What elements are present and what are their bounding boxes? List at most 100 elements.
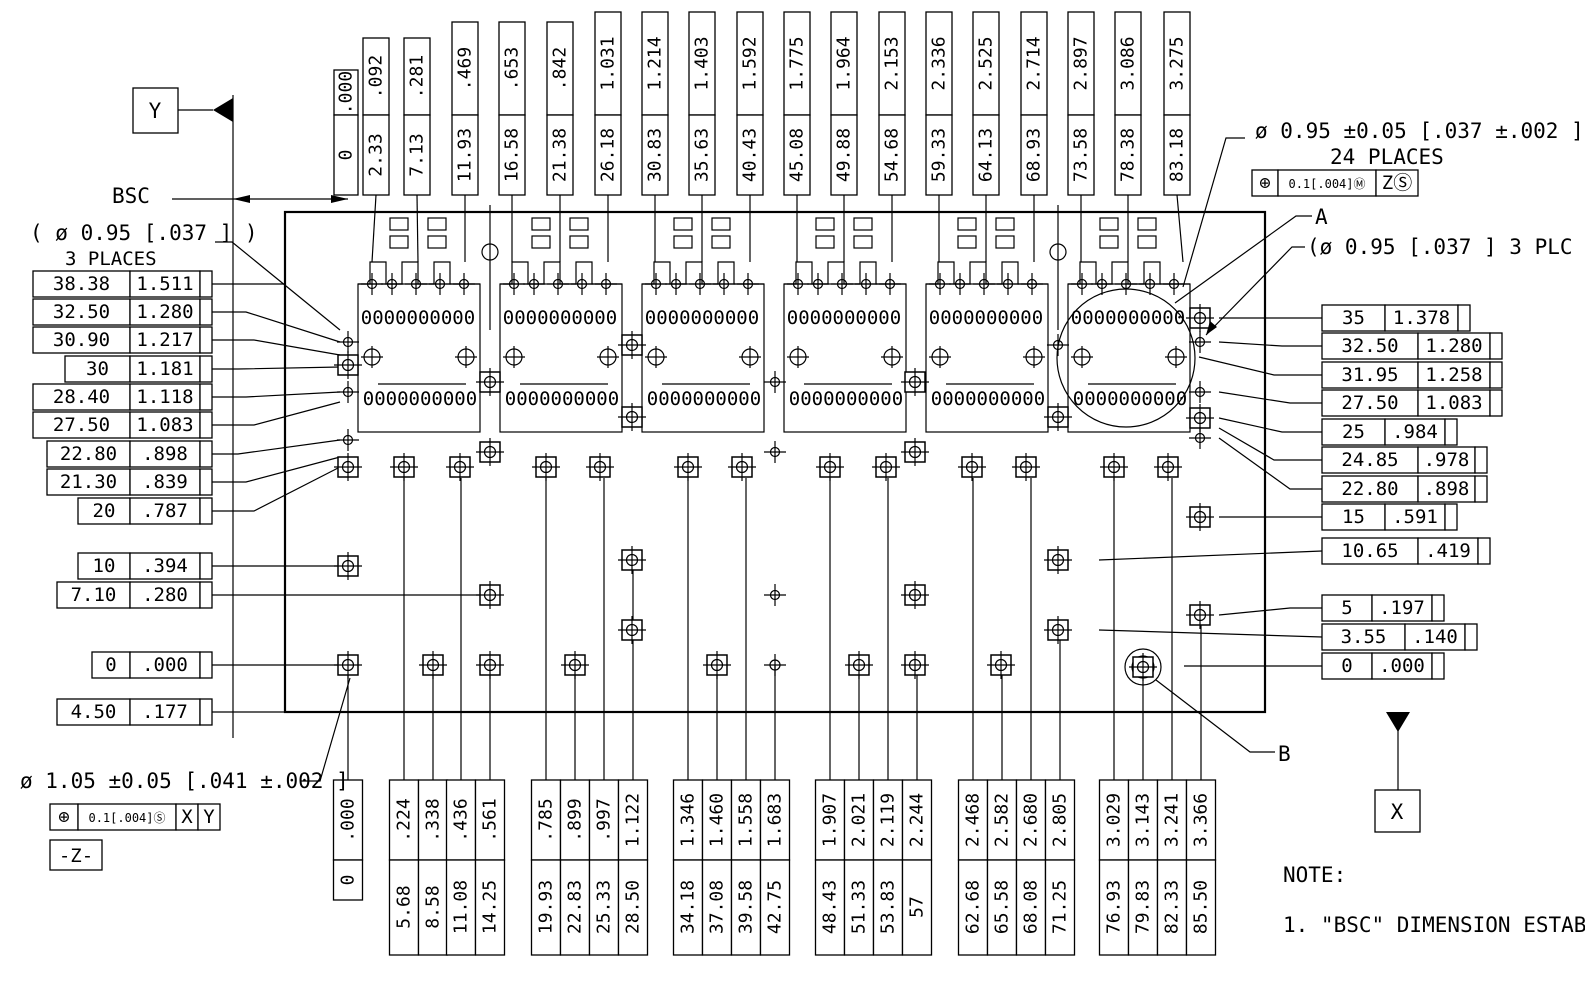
- right-dim-inch: 1.280: [1425, 335, 1482, 357]
- pin-hole: [453, 273, 475, 295]
- bottom-dim-mm: 25.33: [594, 880, 615, 934]
- left-note-line1: ( ø 0.95 [.037 ] ): [30, 221, 258, 245]
- note-heading: NOTE:: [1283, 863, 1346, 887]
- left-dim-row: 0.000: [91, 651, 340, 679]
- top-dim-inch: 2.336: [929, 36, 950, 90]
- datum-a: A (ø 0.95 [.037 ] 3 PLC ): [1056, 205, 1585, 428]
- pin-hole: [1115, 273, 1137, 295]
- bottom-dim-inch: 2.244: [907, 793, 928, 847]
- bottom-dim-inch: 1.683: [765, 793, 786, 847]
- left-dim-mm: 4.50: [71, 701, 117, 723]
- pad-hole: [334, 651, 362, 679]
- pin-hole: [455, 346, 477, 368]
- pin-hole: [645, 273, 667, 295]
- bottom-dim-mm: 11.08: [451, 880, 472, 934]
- pad-hole: [334, 552, 362, 580]
- top-dim-inch: 2.525: [976, 36, 997, 90]
- top-dim-inch: 1.592: [740, 36, 761, 90]
- bottom-fcf-symbol: ⊕: [58, 806, 69, 828]
- bottom-dim-mm: 71.25: [1050, 880, 1071, 934]
- bottom-dim-mm: 85.50: [1191, 880, 1212, 934]
- right-dim-row: 24.85.978: [1218, 427, 1488, 474]
- top-dim-inch: 2.153: [882, 36, 903, 90]
- top-dim-mm: 21.38: [550, 128, 571, 182]
- pin-hole: [1189, 427, 1211, 449]
- right-dim-inch: .591: [1392, 506, 1438, 528]
- right-dim-mm: 24.85: [1341, 449, 1398, 471]
- right-dim-mm: 27.50: [1341, 392, 1398, 414]
- pin-hole: [503, 346, 525, 368]
- hole-note-a: (ø 0.95 [.037 ] 3 PLC ): [1307, 235, 1585, 259]
- bottom-fcf-tolerance: 0.1[.004]Ⓢ: [88, 811, 165, 825]
- pad-hole: [901, 368, 929, 396]
- pin-hole: [855, 273, 877, 295]
- pad-hole: [618, 403, 646, 431]
- datum-b: B: [1124, 648, 1291, 766]
- pad-hole: [728, 453, 756, 481]
- top-dim-mm: 16.58: [502, 128, 523, 182]
- left-dim-inch: 1.083: [136, 414, 193, 436]
- pad-hole: [674, 453, 702, 481]
- pad-hole: [1186, 503, 1214, 531]
- bottom-dim-inch: 3.366: [1191, 793, 1212, 847]
- port-label-bottom: 0000000000: [1073, 388, 1187, 410]
- top-dim-mm: 2.33: [366, 133, 387, 176]
- top-dim-inch: .092: [366, 55, 387, 98]
- right-dim-row: 5.197: [1218, 594, 1445, 622]
- bottom-dim-mm: 76.93: [1104, 880, 1125, 934]
- right-dim-mm: 15: [1342, 506, 1365, 528]
- pin-hole: [337, 381, 359, 403]
- port-label-top: 0000000000: [645, 307, 759, 329]
- right-dim-mm: 31.95: [1341, 364, 1398, 386]
- pin-hole: [949, 273, 971, 295]
- pad-hole: [1100, 453, 1128, 481]
- right-dim-inch: .000: [1379, 655, 1425, 677]
- right-dim-mm: 0: [1341, 655, 1352, 677]
- bottom-dim-inch: 2.805: [1050, 793, 1071, 847]
- bottom-dim-inch: .785: [536, 798, 557, 841]
- bottom-dim-inch: 2.468: [963, 793, 984, 847]
- pad-hole: [476, 651, 504, 679]
- pad-hole: [1186, 404, 1214, 432]
- port-label-bottom: 0000000000: [647, 388, 761, 410]
- datum-b-label: B: [1278, 742, 1291, 766]
- pad-hole: [334, 351, 362, 379]
- right-dim-mm: 32.50: [1341, 335, 1398, 357]
- bottom-dim-mm: 8.58: [423, 885, 444, 928]
- fcf-position-symbol: ⊕: [1259, 172, 1270, 194]
- top-dim-inch: 1.214: [645, 36, 666, 90]
- pin-hole: [764, 441, 786, 463]
- bottom-fcf-datum-x: X: [181, 806, 193, 828]
- left-dim-row: 21.30.839: [46, 456, 341, 496]
- right-dim-row: 22.80.898: [1218, 437, 1488, 503]
- pad-hole: [987, 651, 1015, 679]
- bottom-dim-inch: .224: [394, 798, 415, 841]
- bottom-dim-mm: 28.50: [623, 880, 644, 934]
- top-dim-inch: 2.897: [1071, 36, 1092, 90]
- pad-hole: [1044, 616, 1072, 644]
- top-dimension-table: .0000.0922.33.2817.13.46911.93.65316.58.…: [333, 11, 1191, 263]
- bottom-dim-inch: 2.680: [1021, 793, 1042, 847]
- port-label-top: 0000000000: [361, 307, 475, 329]
- pin-hole: [1091, 273, 1113, 295]
- pad-hole: [618, 616, 646, 644]
